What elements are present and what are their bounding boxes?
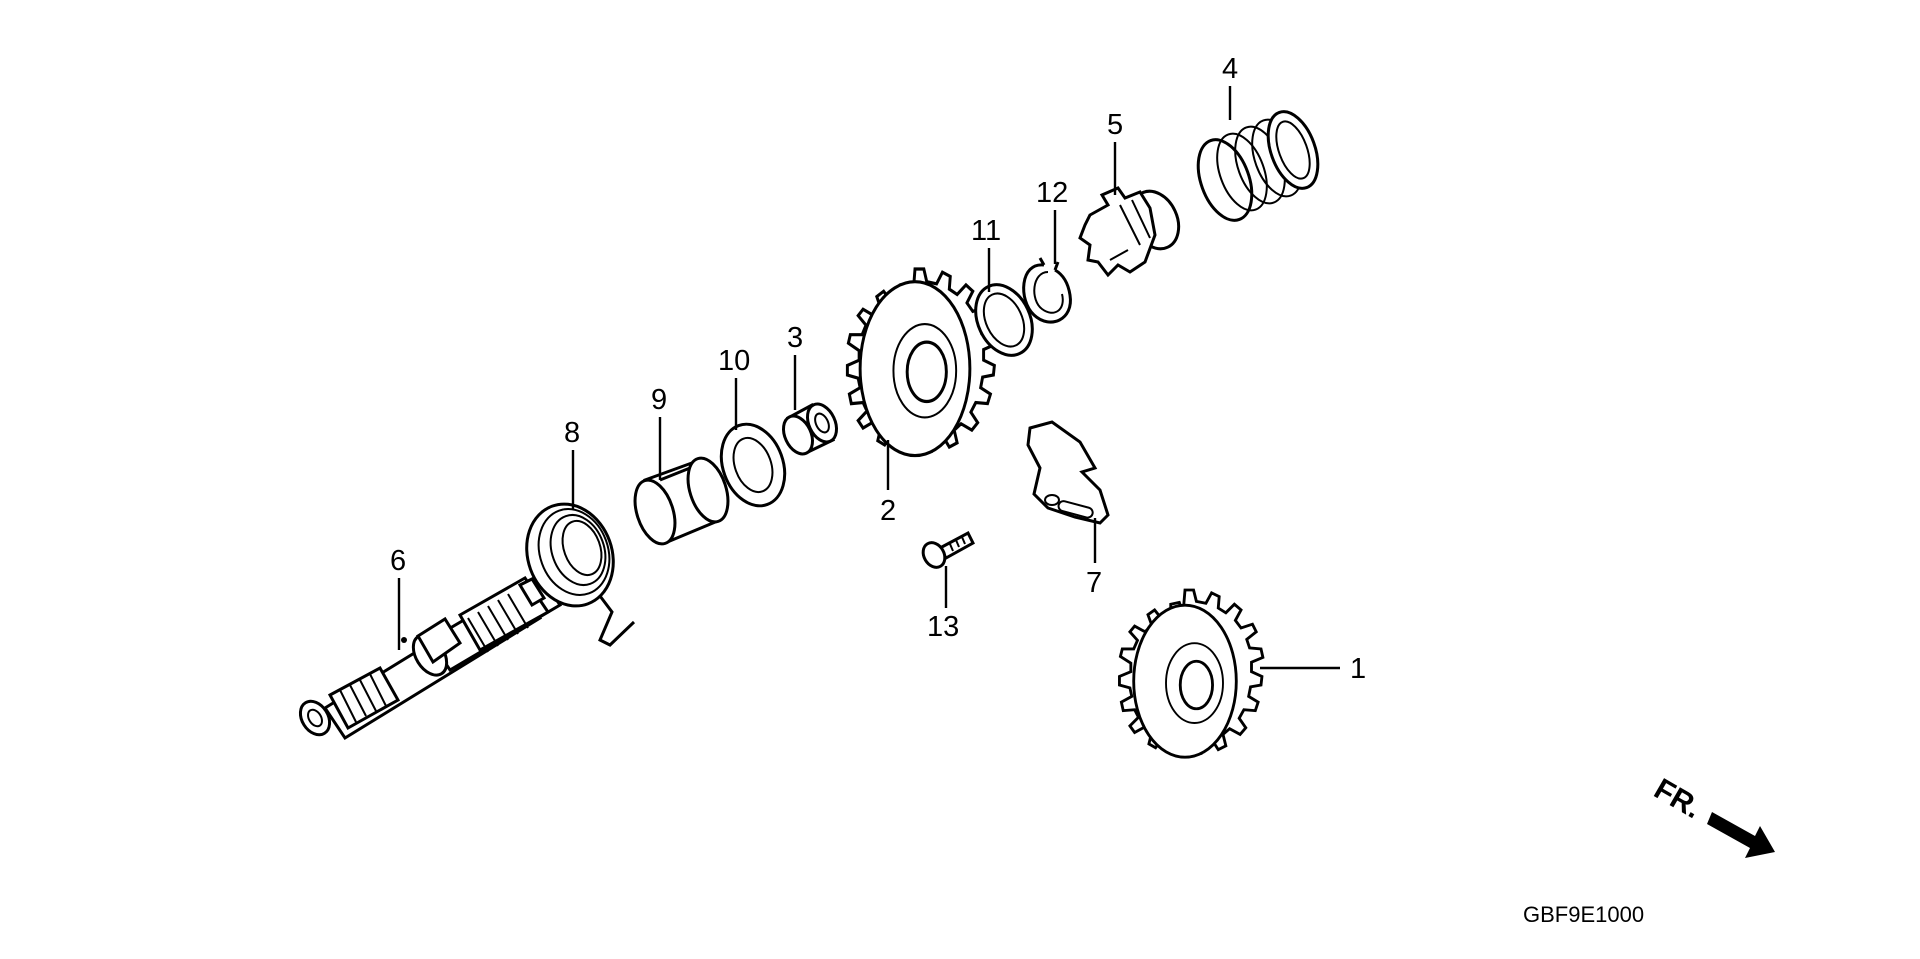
- part-label-11: 11: [971, 215, 1001, 247]
- part-labels: 1 2 3 4 5 6 7 8 9 10 11 12 13: [390, 53, 1366, 685]
- part-label-2: 2: [880, 495, 896, 527]
- part-label-8: 8: [564, 417, 580, 449]
- part-label-7: 7: [1086, 567, 1102, 599]
- circlip[interactable]: [1022, 257, 1072, 324]
- part-label-13: 13: [927, 611, 959, 643]
- part-label-3: 3: [787, 322, 803, 354]
- front-direction-label: FR.: [1649, 772, 1707, 825]
- thrust-washer[interactable]: [710, 415, 795, 514]
- diagram-code: GBF9E1000: [1523, 902, 1644, 927]
- part-label-12: 12: [1036, 177, 1068, 209]
- part-label-10: 10: [718, 345, 750, 377]
- front-direction-indicator: FR.: [1649, 772, 1775, 858]
- kick-starter-spindle[interactable]: [294, 572, 563, 741]
- ratchet-spring[interactable]: [1188, 105, 1327, 228]
- flange-bolt[interactable]: [919, 530, 975, 571]
- part-label-5: 5: [1107, 109, 1123, 141]
- part-label-6: 6: [390, 545, 406, 577]
- front-direction-arrow-icon: [1707, 812, 1775, 858]
- part-label-1: 1: [1350, 653, 1366, 685]
- bushing[interactable]: [778, 399, 842, 458]
- part-label-9: 9: [651, 384, 667, 416]
- kick-starter-idle-gear[interactable]: [1118, 588, 1265, 759]
- kick-starter-ratchet[interactable]: [1078, 184, 1188, 278]
- kick-starter-gear[interactable]: [845, 267, 997, 458]
- ratchet-guide-plate[interactable]: [1026, 420, 1110, 525]
- leader-lines: [397, 86, 1340, 670]
- spindle-collar[interactable]: [628, 453, 736, 549]
- part-label-4: 4: [1222, 53, 1238, 85]
- kick-starter-spring[interactable]: [513, 492, 636, 647]
